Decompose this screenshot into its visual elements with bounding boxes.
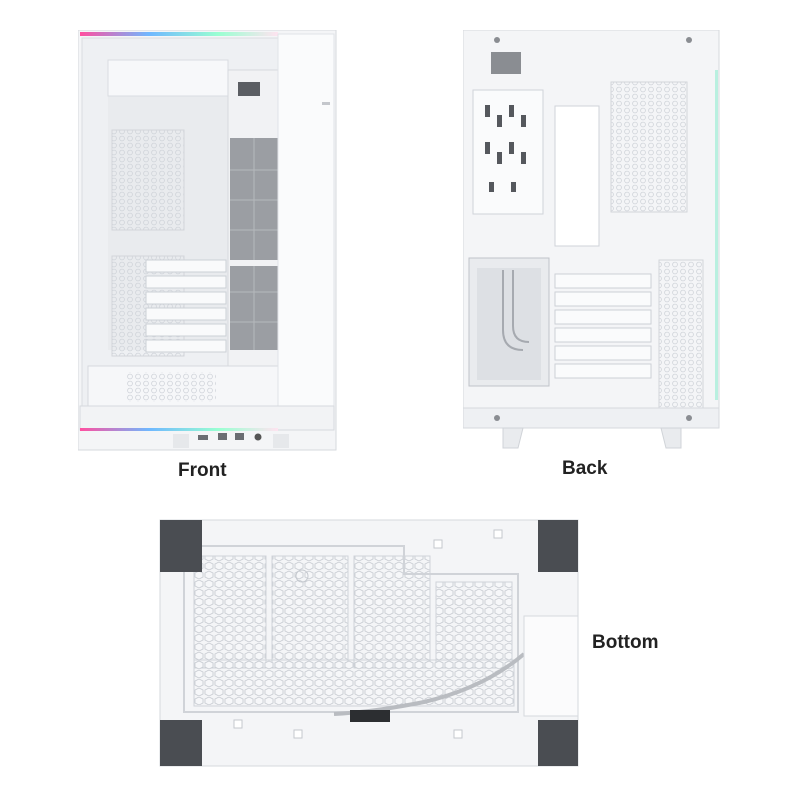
bottom-view	[154, 516, 584, 770]
bottom-caption: Bottom	[592, 632, 659, 653]
pc-case-front-icon	[78, 30, 337, 451]
pc-case-back-icon	[463, 30, 720, 449]
back-caption: Back	[562, 458, 608, 479]
front-caption: Front	[178, 460, 227, 481]
front-view	[78, 30, 338, 452]
pc-case-bottom-icon	[159, 519, 579, 767]
back-view	[463, 30, 721, 450]
